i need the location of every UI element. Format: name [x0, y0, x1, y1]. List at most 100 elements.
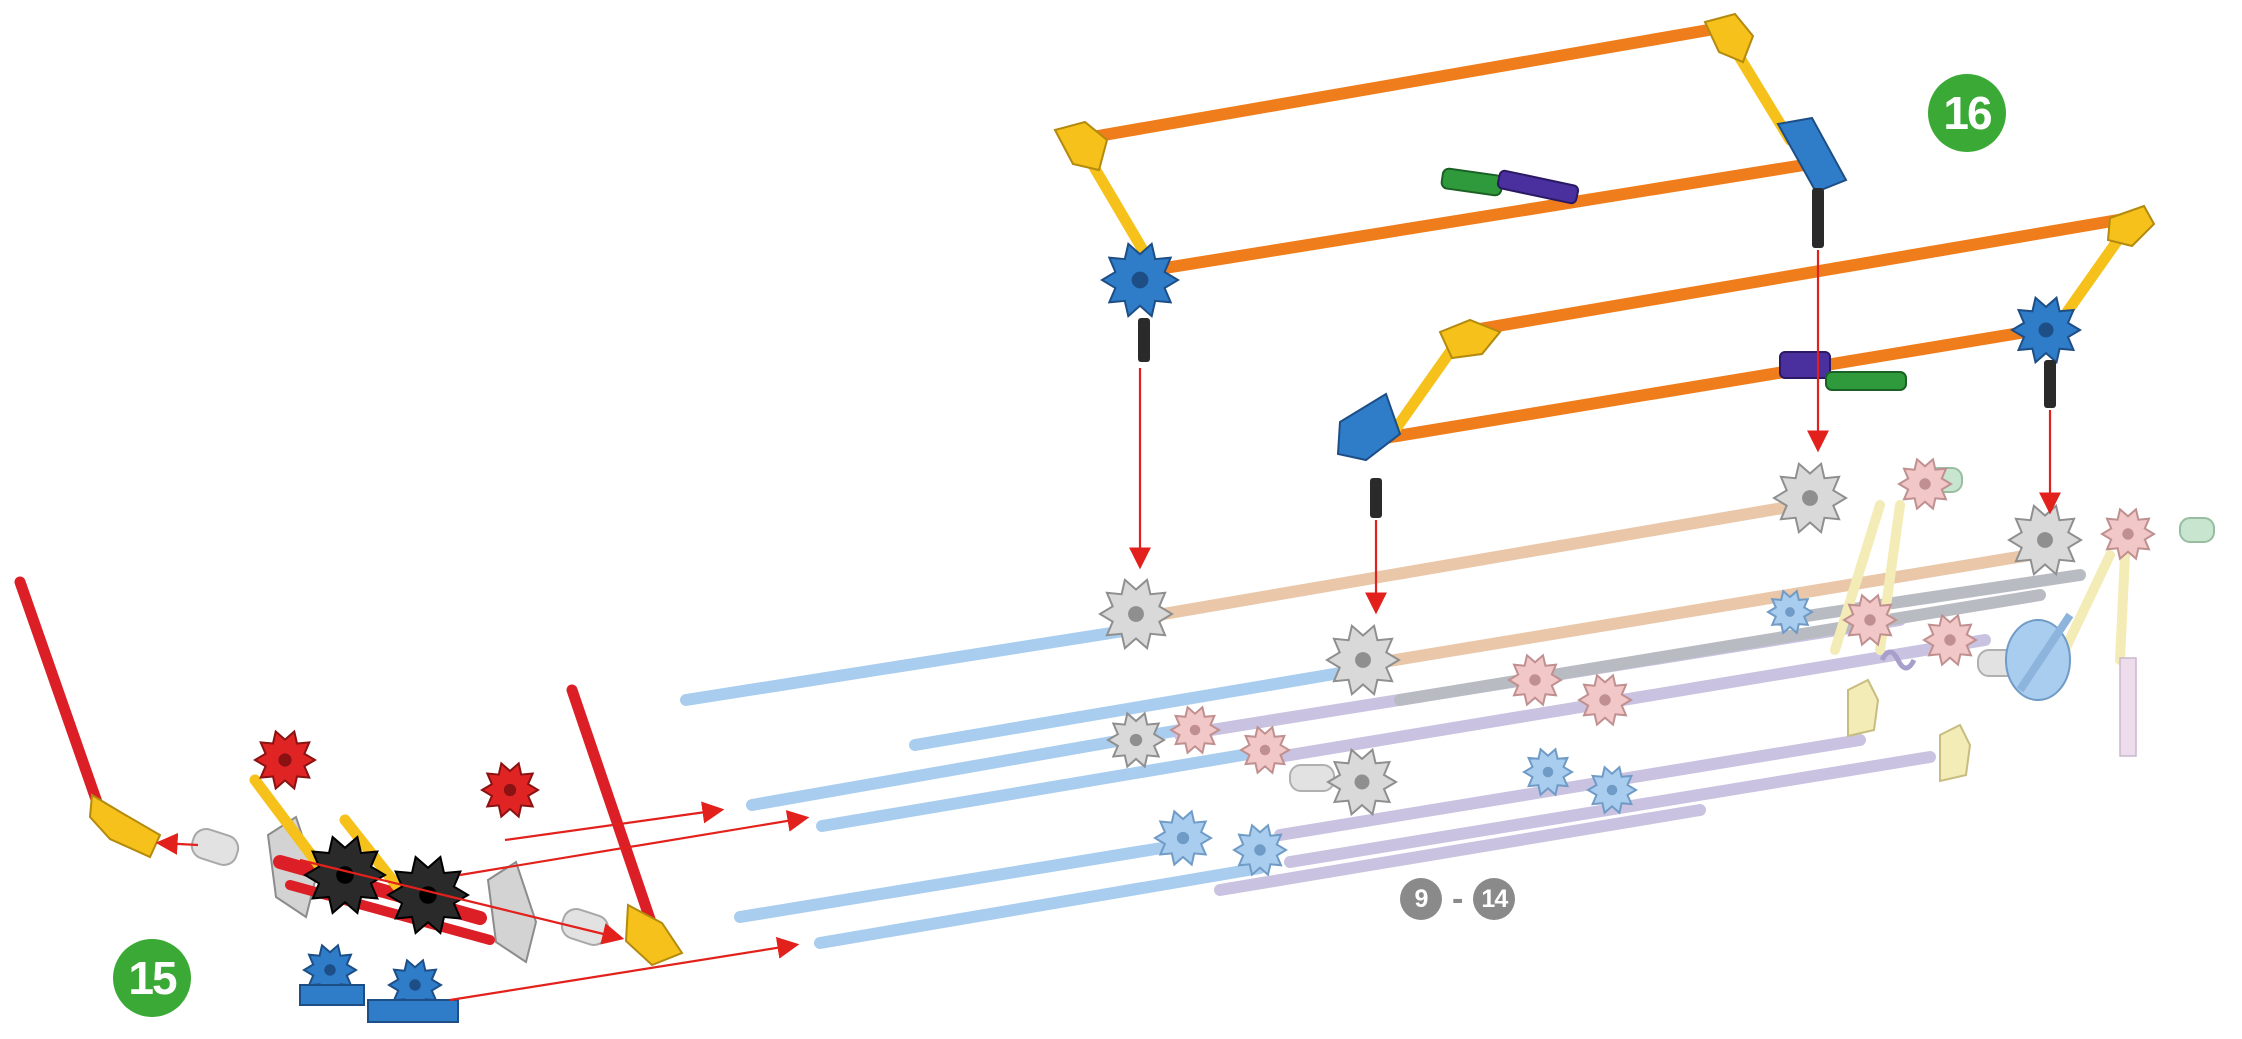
arrow-icon	[459, 810, 810, 877]
rod	[1069, 22, 1726, 146]
blue-connector	[1336, 392, 1402, 462]
corner-connector-icon	[1703, 12, 1755, 64]
gear-hub	[1599, 694, 1611, 706]
axle-peg	[1370, 478, 1382, 518]
gear-hub	[503, 783, 517, 797]
gear-hub	[1259, 744, 1271, 756]
end-cap	[2179, 517, 2215, 543]
rod	[1379, 322, 2056, 444]
gear-hub	[1542, 766, 1554, 778]
step-badge-16: 16	[1928, 74, 2006, 152]
axle-peg	[1138, 318, 1150, 362]
light-blue-gear-connectors	[1153, 589, 1814, 877]
gear-hub	[1176, 831, 1190, 845]
rod	[1274, 734, 1866, 841]
arrow-icon	[504, 801, 725, 842]
rod	[1214, 804, 1706, 896]
spacer	[190, 828, 240, 866]
axle-peg	[2044, 360, 2056, 408]
mint-caps	[1927, 467, 2215, 543]
rod	[1774, 569, 2086, 626]
corner-connector-icon	[624, 903, 684, 967]
light-blue-rods	[680, 624, 1346, 949]
rod	[680, 624, 1136, 706]
spacer	[560, 908, 610, 946]
spring	[1879, 649, 1917, 671]
gear-hub	[1128, 606, 1144, 622]
rod	[1284, 751, 1936, 868]
spacer	[1289, 764, 1335, 792]
gear-hub	[1131, 271, 1149, 289]
green-clip	[1440, 167, 1504, 197]
purple-clip	[1779, 351, 1831, 379]
blue-gear-connector	[2010, 295, 2082, 365]
gear-hub	[409, 979, 421, 991]
rod	[1830, 500, 1885, 655]
corner-connector-icon	[1939, 723, 1972, 783]
arrow-icon	[449, 936, 800, 1002]
blue-connector	[1776, 116, 1848, 194]
gear-hub	[2037, 532, 2053, 548]
gear-hub	[1802, 490, 1818, 506]
blue-gear-connector	[1100, 242, 1180, 318]
base-frame	[680, 457, 2215, 949]
rod	[1394, 589, 2046, 706]
rod	[2119, 657, 2137, 757]
rod	[2115, 550, 2130, 665]
rod	[816, 746, 1266, 832]
top-frame-left	[1053, 12, 1848, 362]
gear-hub	[1254, 844, 1266, 856]
gear-hub	[1354, 774, 1370, 790]
corner-connector-icon	[1438, 318, 1502, 360]
gear-hub	[1189, 724, 1201, 736]
cream-corner-connectors	[1847, 678, 1972, 783]
step-badge-15: 15	[113, 939, 191, 1017]
rod	[909, 667, 1346, 751]
blue-connector	[367, 999, 459, 1023]
gear-hub	[1785, 607, 1795, 617]
green-clip	[1825, 371, 1907, 391]
gear-hub	[2038, 322, 2054, 338]
axle-peg	[1812, 188, 1824, 248]
gear-hub	[324, 964, 336, 976]
corner-connector-icon	[2106, 204, 2156, 248]
corner-connector-icon	[1847, 678, 1880, 738]
rod	[14, 576, 104, 811]
rod	[746, 724, 1186, 811]
spring-pieces	[1879, 649, 1917, 671]
top-frame-right	[1336, 204, 2156, 518]
corner-connector-icon	[1053, 120, 1109, 172]
grey-gear-connectors	[1098, 461, 2083, 817]
step-number: 15	[128, 952, 177, 1004]
rod	[814, 862, 1266, 949]
blue-hub-connector	[2005, 612, 2074, 701]
rod	[1456, 212, 2136, 338]
rod	[1134, 499, 1806, 624]
gear-hub	[1864, 614, 1876, 626]
range-end-badge: 14	[1473, 878, 1516, 920]
arrow-icon	[155, 832, 199, 855]
rod	[566, 684, 658, 931]
gear-hub	[1606, 784, 1618, 796]
blue-connector	[299, 984, 365, 1006]
range-separator: -	[1452, 879, 1464, 918]
grey-rods	[1394, 569, 2086, 706]
gear-hub	[1919, 478, 1931, 490]
gear-hub	[1529, 674, 1541, 686]
gear-hub	[1355, 652, 1371, 668]
range-start-badge: 9	[1400, 878, 1442, 920]
corner-connector-icon	[88, 793, 162, 859]
step-range-label: 9 - 14	[1400, 878, 1516, 920]
purple-clip	[1496, 169, 1580, 205]
gear-hub	[1944, 634, 1956, 646]
rod	[1159, 158, 1816, 274]
rod	[2055, 550, 2115, 665]
gear-connectors	[253, 729, 540, 1012]
rod	[1359, 549, 2036, 671]
gear-hub	[2122, 528, 2134, 540]
gear-hub	[278, 753, 292, 767]
assembly-arrows	[155, 250, 2061, 1002]
rod	[734, 839, 1186, 923]
